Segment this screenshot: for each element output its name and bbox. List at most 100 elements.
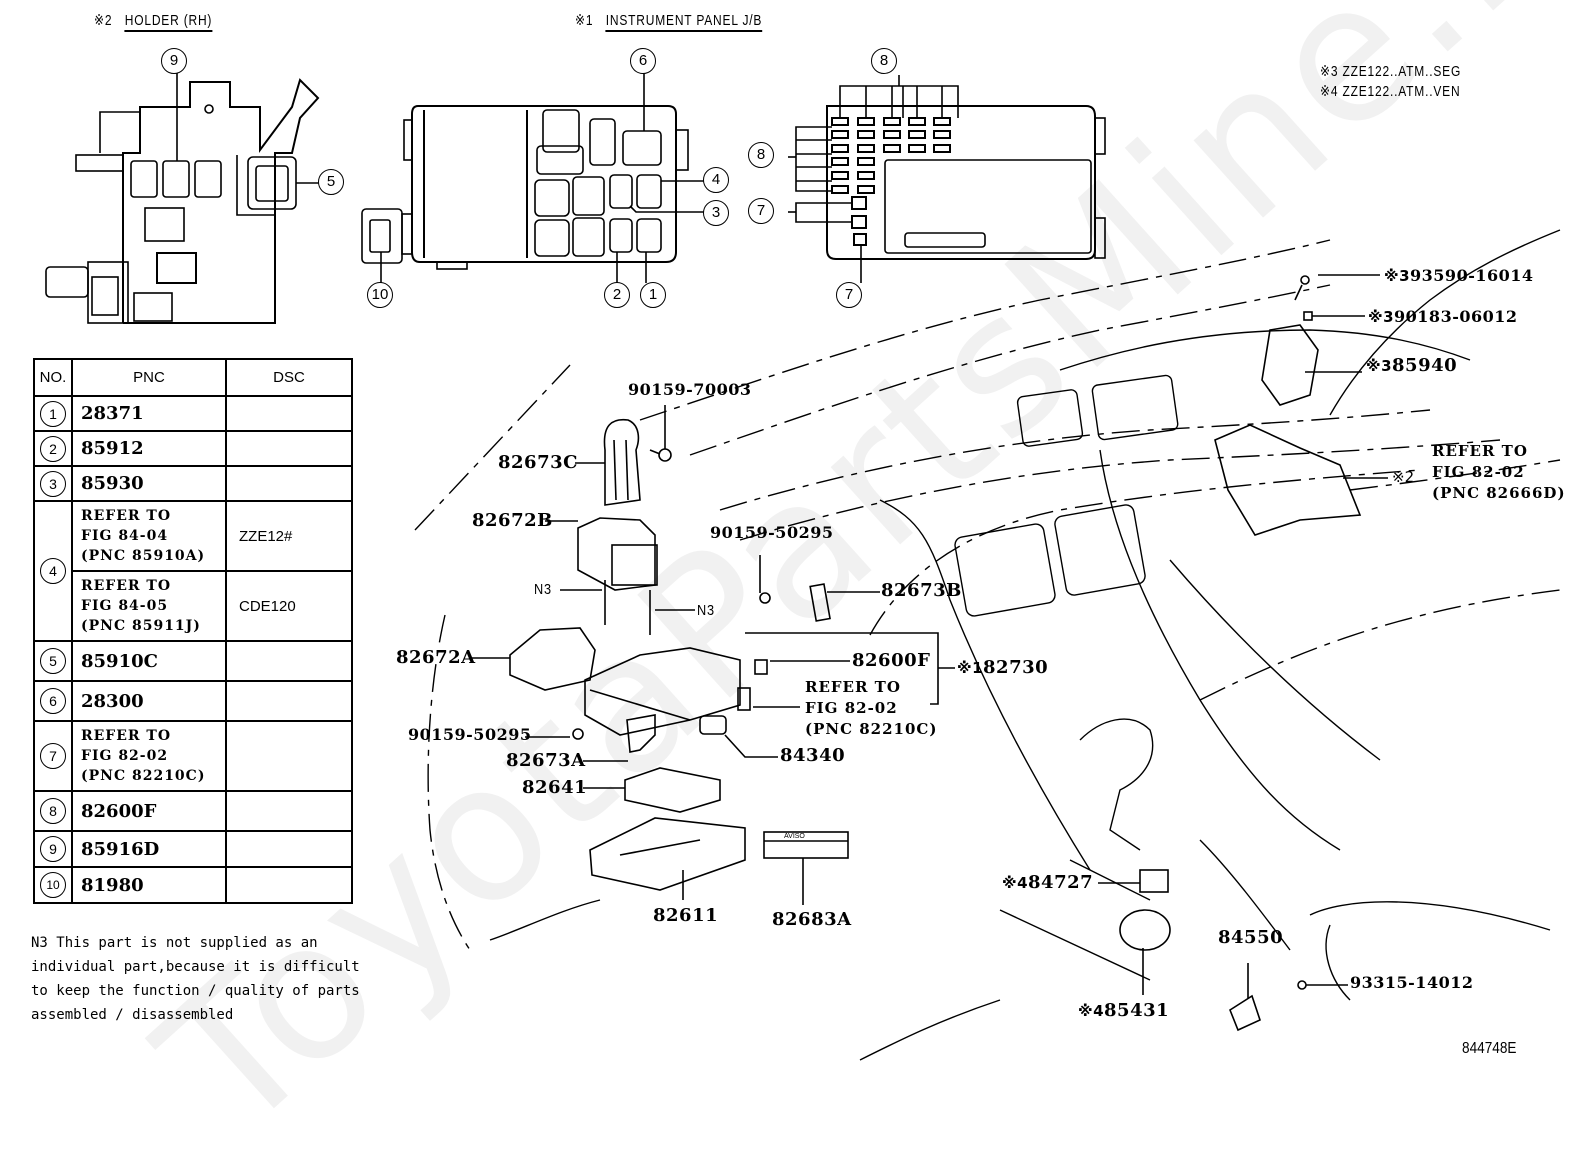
part-holder-rh-installed <box>1214 424 1362 536</box>
row-dsc <box>225 430 353 467</box>
part-label-90159-70003[interactable]: 90159-70003 <box>628 380 752 399</box>
holder-title: HOLDER (RH) <box>124 12 213 32</box>
part-85940 <box>1261 324 1319 406</box>
table-row: 10 81980 <box>33 866 353 904</box>
callout-5: 5 <box>318 169 344 195</box>
row-dsc <box>225 680 353 722</box>
row-pnc: 85930 <box>81 473 144 494</box>
row-number: 9 <box>40 836 66 862</box>
part-84727 <box>1139 869 1169 893</box>
table-header-row: NO. PNC DSC <box>33 358 353 397</box>
row-number: 2 <box>40 435 66 462</box>
part-label-82683A <box>763 831 849 859</box>
leader-lines <box>470 274 1388 998</box>
row-number: 5 <box>40 648 66 674</box>
callout-8-top: 8 <box>871 48 897 74</box>
part-n3-terminals <box>604 580 651 635</box>
part-label-90159-50295-top[interactable]: 90159-50295 <box>710 523 834 542</box>
figure-id: 844748E <box>1462 1040 1517 1057</box>
part-label-82673C[interactable]: 82673C <box>498 452 578 473</box>
table-row: 9 85916D <box>33 830 353 868</box>
interior-contours <box>489 229 1561 1061</box>
part-82672A <box>509 627 596 691</box>
jb-header: ※1 INSTRUMENT PANEL J/B <box>575 11 763 32</box>
part-label-93315-14012[interactable]: 93315-14012 <box>1350 973 1474 992</box>
holder-installed-mark: ※2 <box>1392 468 1415 486</box>
part-screw-90159-50295-bottom <box>572 728 584 740</box>
part-label-82672A[interactable]: 82672A <box>396 647 476 668</box>
row-dsc <box>225 720 353 792</box>
row-number: 1 <box>40 400 66 427</box>
part-label-90183-06012[interactable]: ※390183-06012 <box>1368 307 1518 326</box>
row-dsc <box>225 790 353 832</box>
row-pnc: 85912 <box>81 438 144 459</box>
part-label-82611[interactable]: 82611 <box>653 905 719 926</box>
col-dsc: DSC <box>225 358 353 397</box>
part-label-82730[interactable]: ※182730 <box>957 657 1049 678</box>
part-junction-block-82730 <box>584 647 741 736</box>
part-relay-82210C <box>737 687 751 711</box>
part-label-82683A[interactable]: 82683A <box>772 909 852 930</box>
row-dsc <box>225 830 353 868</box>
callout-2: 2 <box>604 282 630 308</box>
callout-9: 9 <box>161 48 187 74</box>
col-pnc: PNC <box>71 358 227 397</box>
part-label-84727[interactable]: ※484727 <box>1002 872 1094 893</box>
callout-4: 4 <box>703 167 729 193</box>
part-label-82672B[interactable]: 82672B <box>472 510 553 531</box>
part-label-85431[interactable]: ※485431 <box>1078 1000 1170 1021</box>
part-label-90159-50295-bottom[interactable]: 90159-50295 <box>408 725 532 744</box>
callout-3: 3 <box>703 200 729 226</box>
callout-10: 10 <box>367 282 393 308</box>
part-label-85940[interactable]: ※385940 <box>1366 355 1458 376</box>
jb-right-drawing <box>788 75 1106 283</box>
part-85431 <box>1119 909 1171 951</box>
row-number: 3 <box>40 470 66 497</box>
variant-mark: ※4 <box>1002 874 1029 892</box>
part-label-82641[interactable]: 82641 <box>522 777 588 798</box>
callout-7-bottom: 7 <box>836 282 862 308</box>
part-label-84550[interactable]: 84550 <box>1218 927 1284 948</box>
part-label-84340[interactable]: 84340 <box>780 745 846 766</box>
row-pnc: 81980 <box>81 874 144 896</box>
jb-left-drawing <box>361 60 705 283</box>
part-clip-82673B <box>809 583 831 622</box>
part-screw-90159-50295-top <box>759 555 771 604</box>
part-84550 <box>1229 994 1261 1032</box>
part-bolt-90159-70003 <box>649 405 672 462</box>
col-no: NO. <box>33 358 73 397</box>
holder-header: ※2 HOLDER (RH) <box>94 11 213 32</box>
row-number: 6 <box>40 688 66 714</box>
part-93315 <box>1297 980 1307 990</box>
variant-mark: ※3 <box>1366 357 1393 375</box>
part-tray-82611 <box>589 817 746 891</box>
part-82673A <box>626 714 656 753</box>
row-pnc: 85916D <box>81 838 160 860</box>
n3-label-left: N3 <box>534 581 553 598</box>
row-dsc: ZZE12# <box>225 500 353 572</box>
part-label-82600F[interactable]: 82600F <box>852 650 931 671</box>
variant-legend: ※3 ZZE122..ATM..SEG ※4 ZZE122..ATM..VEN <box>1320 62 1461 102</box>
callout-6: 6 <box>630 48 656 74</box>
row-number: 8 <box>40 798 66 824</box>
pnc-table: NO. PNC DSC 1 28371 2 85912 3 85930 4 RE… <box>33 358 353 904</box>
callout-7-left: 7 <box>748 198 774 224</box>
table-row: 1 28371 <box>33 395 353 432</box>
diagram-line-art <box>45 60 1561 1061</box>
variant-mark: ※1 <box>957 659 984 677</box>
part-label-82673A[interactable]: 82673A <box>506 750 586 771</box>
row-dsc <box>225 465 353 502</box>
jb-title: INSTRUMENT PANEL J/B <box>605 12 763 32</box>
row-number: 7 <box>40 743 66 769</box>
row-pnc: 82600F <box>81 800 157 822</box>
part-label-93590-16014[interactable]: ※393590-16014 <box>1384 266 1534 285</box>
table-row: 5 85910C <box>33 640 353 682</box>
part-bracket-82673C <box>603 418 641 506</box>
part-label-82673B[interactable]: 82673B <box>881 580 962 601</box>
